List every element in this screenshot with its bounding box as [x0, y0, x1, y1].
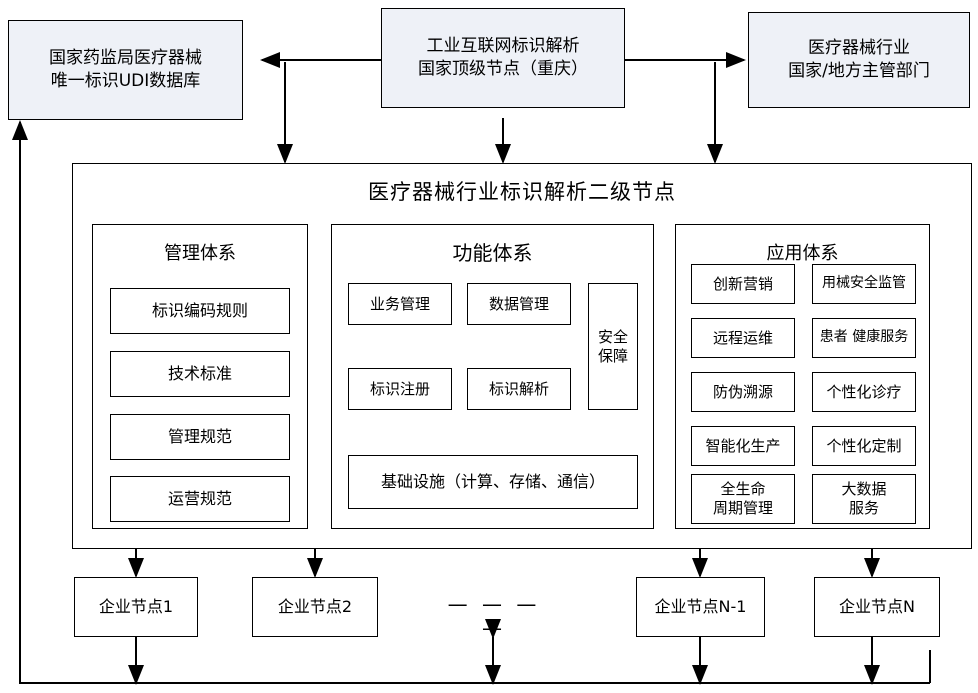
item-data-management-label: 数据管理: [488, 294, 549, 313]
item-remote-ops[interactable]: 远程运维: [691, 318, 795, 358]
item-patient-health-service-label: 患者 健康服务: [819, 329, 909, 346]
item-remote-ops-label: 远程运维: [712, 328, 773, 347]
item-innovative-marketing[interactable]: 创新营销: [691, 264, 795, 304]
item-operation-spec[interactable]: 运营规范: [110, 476, 290, 522]
item-management-spec[interactable]: 管理规范: [110, 414, 290, 460]
node-udi-database[interactable]: 国家药监局医疗器械 唯一标识UDI数据库: [8, 20, 243, 120]
panel-function-system-title: 功能体系: [452, 241, 533, 265]
item-management-spec-label: 管理规范: [167, 427, 232, 446]
node-national-top-node[interactable]: 工业互联网标识解析 国家顶级节点（重庆）: [381, 8, 625, 108]
node-enterprise-n-1-label: 企业节点N-1: [654, 597, 747, 617]
item-coding-rule[interactable]: 标识编码规则: [110, 288, 290, 334]
item-personalized-diagnosis-label: 个性化诊疗: [826, 382, 902, 401]
item-identifier-resolution[interactable]: 标识解析: [467, 368, 571, 410]
item-anti-counterfeiting[interactable]: 防伪溯源: [691, 372, 795, 412]
item-anti-counterfeiting-label: 防伪溯源: [712, 382, 773, 401]
item-security-assurance[interactable]: 安全 保障: [588, 283, 638, 410]
node-national-top-node-label: 工业互联网标识解析 国家顶级节点（重庆）: [418, 36, 588, 79]
item-personalized-diagnosis[interactable]: 个性化诊疗: [812, 372, 916, 412]
item-innovative-marketing-label: 创新营销: [712, 274, 773, 293]
item-business-management[interactable]: 业务管理: [348, 283, 452, 325]
item-patient-health-service[interactable]: 患者 健康服务: [812, 318, 916, 358]
item-smart-manufacturing-label: 智能化生产: [705, 436, 781, 455]
node-authority-label: 医疗器械行业 国家/地方主管部门: [788, 38, 930, 81]
item-lifecycle-management-label: 全生命 周期管理: [712, 480, 773, 517]
item-personalized-customization[interactable]: 个性化定制: [812, 426, 916, 466]
item-infrastructure[interactable]: 基础设施（计算、存储、通信）: [348, 455, 638, 509]
item-smart-manufacturing[interactable]: 智能化生产: [691, 426, 795, 466]
node-enterprise-n-label: 企业节点N: [839, 597, 915, 617]
item-technical-standard[interactable]: 技术标准: [110, 351, 290, 397]
node-enterprise-1[interactable]: 企业节点1: [74, 577, 198, 637]
panel-application-system-title: 应用体系: [766, 243, 839, 264]
node-enterprise-2[interactable]: 企业节点2: [252, 577, 378, 637]
item-coding-rule-label: 标识编码规则: [151, 301, 248, 320]
item-lifecycle-management[interactable]: 全生命 周期管理: [691, 474, 795, 524]
item-bigdata-service[interactable]: 大数据 服务: [812, 474, 916, 524]
item-personalized-customization-label: 个性化定制: [826, 436, 902, 455]
item-identifier-registration[interactable]: 标识注册: [348, 368, 452, 410]
item-business-management-label: 业务管理: [369, 294, 430, 313]
node-enterprise-n[interactable]: 企业节点N: [814, 577, 940, 637]
item-bigdata-service-label: 大数据 服务: [841, 480, 887, 517]
panel-management-system-title: 管理体系: [164, 243, 236, 264]
item-identifier-resolution-label: 标识解析: [488, 379, 549, 398]
secondary-node-title: 医疗器械行业标识解析二级节点: [368, 180, 676, 204]
node-authority[interactable]: 医疗器械行业 国家/地方主管部门: [748, 12, 970, 108]
item-device-safety-supervision[interactable]: 用械安全监管: [812, 264, 916, 304]
node-enterprise-n-1[interactable]: 企业节点N-1: [636, 577, 765, 637]
item-identifier-registration-label: 标识注册: [369, 379, 430, 398]
item-infrastructure-label: 基础设施（计算、存储、通信）: [380, 472, 605, 491]
node-enterprise-2-label: 企业节点2: [277, 597, 353, 617]
item-operation-spec-label: 运营规范: [167, 489, 232, 508]
item-data-management[interactable]: 数据管理: [467, 283, 571, 325]
node-enterprise-1-label: 企业节点1: [98, 597, 174, 617]
item-technical-standard-label: 技术标准: [167, 364, 232, 383]
item-security-assurance-label: 安全 保障: [597, 327, 628, 365]
ellipsis-dashes: — — — —: [447, 592, 541, 640]
item-device-safety-supervision-label: 用械安全监管: [822, 275, 906, 292]
node-udi-database-label: 国家药监局医疗器械 唯一标识UDI数据库: [49, 48, 202, 91]
